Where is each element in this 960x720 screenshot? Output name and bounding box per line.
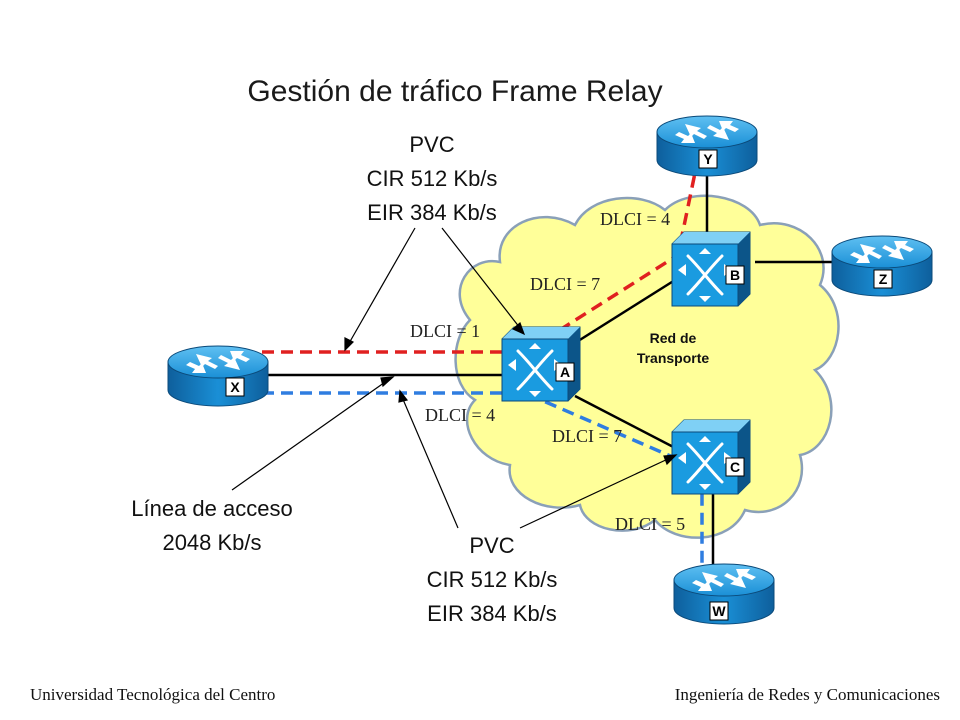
switch-c-label: C: [730, 459, 740, 475]
switch-b: B: [670, 230, 752, 308]
arrow-pvc-bottom-blue: [401, 396, 459, 529]
network-label-line2: Transporte: [637, 350, 710, 366]
switch-b-label: B: [730, 267, 740, 283]
network-label-line1: Red de: [650, 330, 697, 346]
router-x-tag: [225, 377, 245, 397]
dlci-label-y-b: DLCI = 4: [600, 209, 670, 229]
dlci-label-a-b: DLCI = 7: [530, 274, 600, 294]
link-a-c: [574, 394, 684, 454]
router-y-label: Y: [703, 151, 713, 167]
router-x-label: X: [230, 379, 240, 395]
router-z-label: Z: [879, 271, 888, 287]
switch-a: A: [500, 325, 582, 403]
router-x: X: [167, 345, 269, 407]
pvc-bottom-line3: EIR 384 Kb/s: [427, 601, 557, 626]
switch-b-tag: [725, 265, 745, 285]
annotation-arrows: [231, 227, 678, 529]
pvc-top-line3: EIR 384 Kb/s: [367, 200, 497, 225]
pvc-top-line1: PVC: [409, 132, 454, 157]
dlci-label-x-a-red: DLCI = 1: [410, 321, 480, 341]
arrow-pvc-bottom-switch: [519, 457, 671, 529]
router-w: W: [673, 563, 775, 625]
switch-c: C: [670, 418, 752, 496]
access-line-line1: Línea de acceso: [131, 496, 292, 521]
arrow-pvc-top-switch: [441, 227, 521, 329]
switch-a-label: A: [560, 364, 570, 380]
link-a-b: [566, 273, 684, 350]
router-y-tag: [698, 149, 718, 169]
footer-right: Ingeniería de Redes y Comunicaciones: [675, 685, 940, 704]
footer-left: Universidad Tecnológica del Centro: [30, 685, 275, 704]
physical-links: [262, 168, 836, 575]
router-z-tag: [873, 269, 893, 289]
arrow-access-line: [231, 379, 389, 491]
page-title: Gestión de tráfico Frame Relay: [247, 75, 662, 108]
switch-c-tag: [725, 457, 745, 477]
router-w-tag: [709, 601, 729, 621]
router-w-label: W: [712, 603, 726, 619]
pvc-red-path: [262, 167, 698, 354]
pvc-bottom-line2: CIR 512 Kb/s: [427, 567, 558, 592]
dlci-label-x-a-blue: DLCI = 4: [425, 405, 495, 425]
router-y: Y: [656, 115, 758, 177]
access-line-line2: 2048 Kb/s: [162, 530, 261, 555]
pvc-top-line2: CIR 512 Kb/s: [367, 166, 498, 191]
switch-a-tag: [555, 362, 575, 382]
dlci-label-c-w: DLCI = 5: [615, 514, 685, 534]
pvc-bottom-line1: PVC: [469, 533, 514, 558]
router-z: Z: [831, 235, 933, 297]
arrow-pvc-top-red: [347, 227, 416, 346]
dlci-label-a-c: DLCI = 7: [552, 426, 622, 446]
